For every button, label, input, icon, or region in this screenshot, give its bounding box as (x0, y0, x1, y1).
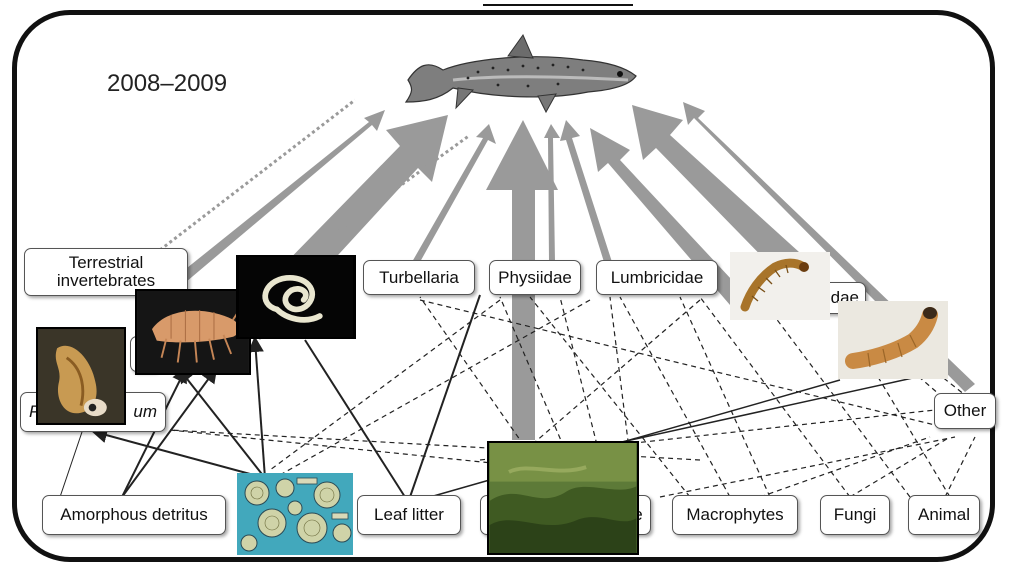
period-label: 2008–2009 (107, 70, 227, 98)
node-animal: Animal (908, 495, 980, 535)
node-macrophytes: Macrophytes (672, 495, 798, 535)
node-amorphous-detritus: Amorphous detritus (42, 495, 226, 535)
snail-photo-icon (36, 327, 126, 425)
worm-photo-icon (236, 255, 356, 339)
node-turbellaria: Turbellaria (363, 260, 475, 295)
diatoms-photo-icon (237, 473, 353, 555)
caddis-larva-photo-icon (730, 252, 830, 320)
node-lumbricidae: Lumbricidae (596, 260, 718, 295)
node-partial-left-tail: um (133, 403, 157, 421)
amphipod-photo-icon (135, 289, 251, 375)
algae-photo-icon (487, 441, 639, 555)
node-leaf-litter: Leaf litter (357, 495, 461, 535)
trout-icon (398, 30, 643, 116)
larva-photo-icon (838, 301, 948, 379)
node-physiidae: Physiidae (489, 260, 581, 295)
flow-arrow-physiidae-thin (544, 124, 560, 262)
node-fungi: Fungi (820, 495, 890, 535)
node-other: Other (934, 393, 996, 429)
